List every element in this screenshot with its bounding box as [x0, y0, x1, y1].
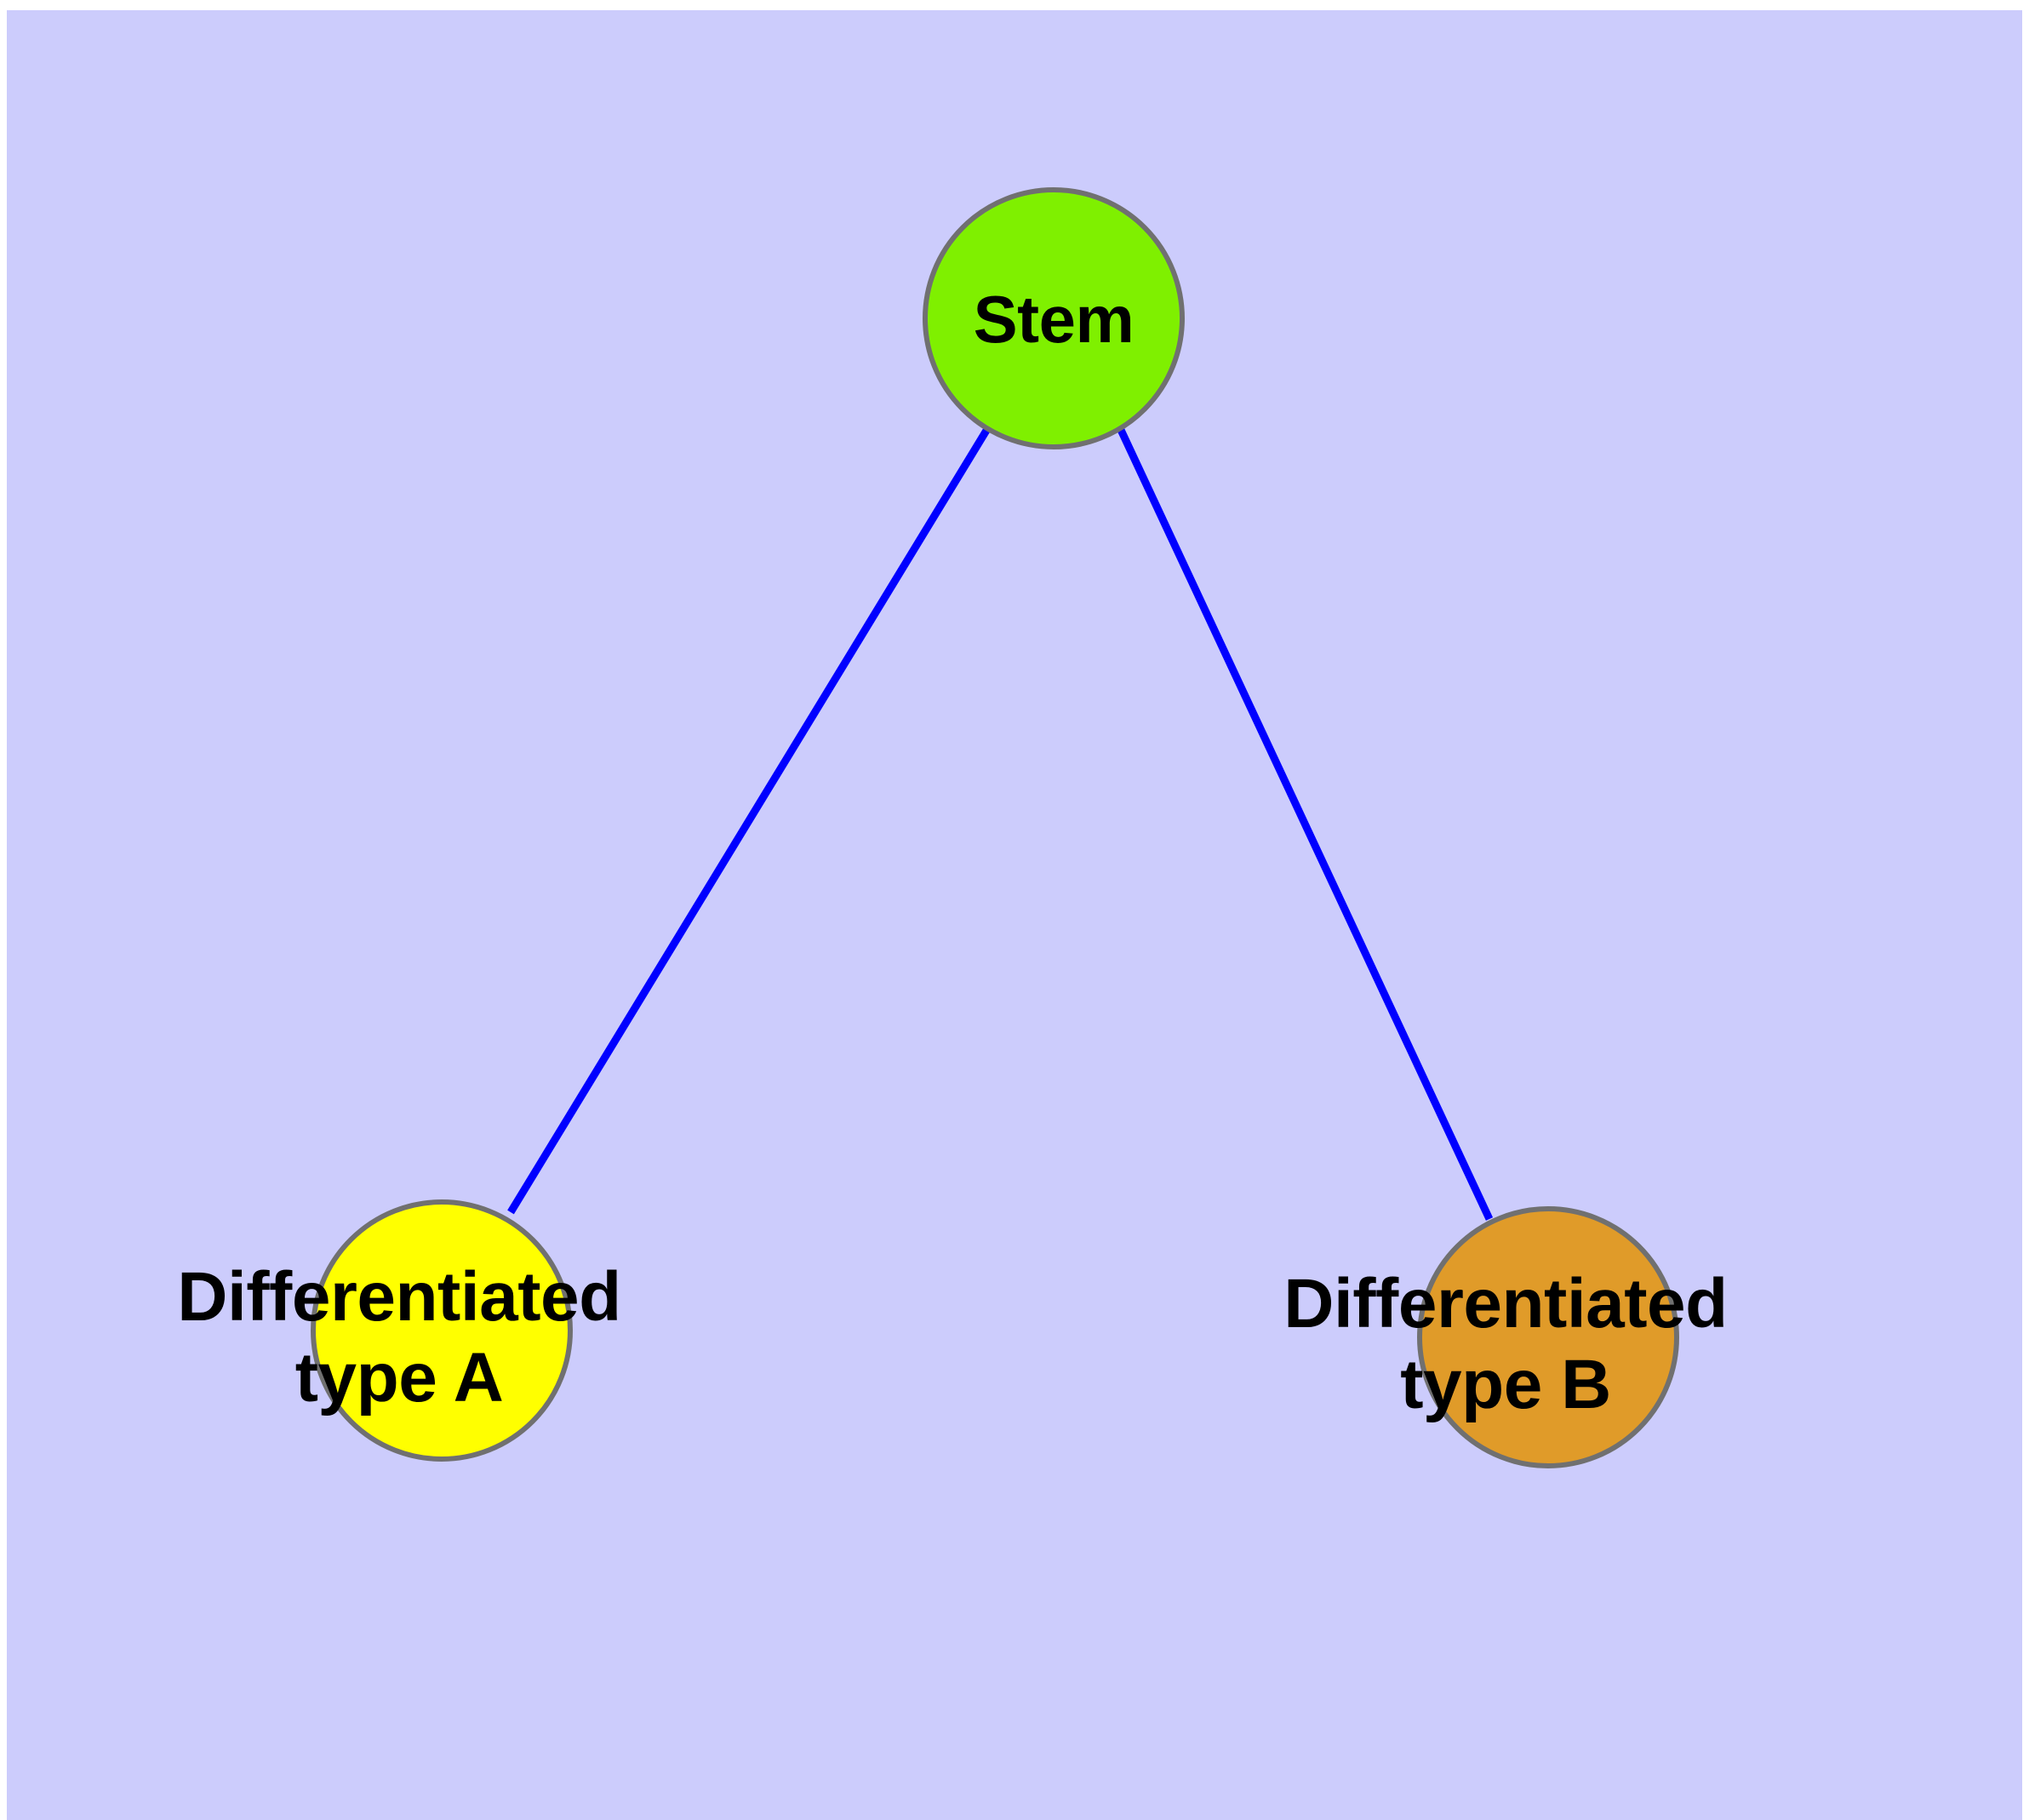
node-circle-diff-a[interactable] [311, 1199, 573, 1462]
edge-stem-to-diff-a [507, 426, 991, 1215]
edge-stem-to-diff-b [1117, 428, 1494, 1221]
node-layer [311, 187, 1679, 1468]
edge-layer [507, 426, 1494, 1221]
node-circle-stem[interactable] [923, 187, 1185, 449]
node-circle-diff-b[interactable] [1417, 1206, 1679, 1468]
